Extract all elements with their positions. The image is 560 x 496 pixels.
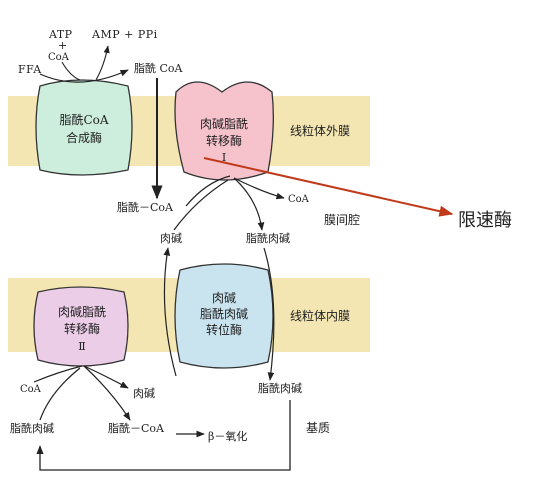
carnitine-to-cpt1-arrow	[173, 179, 229, 231]
acylcarnitine-matrix-left-label: 脂酰肉碱	[10, 421, 54, 435]
matrix-return-loop	[36, 400, 291, 471]
cpt2-label-line3: Ⅱ	[78, 340, 85, 353]
intermembrane-space-label: 膜间腔	[324, 212, 360, 227]
cpt2-label-line1: 肉碱脂酰	[58, 304, 106, 319]
synthetase-label-line2: 合成酶	[66, 130, 102, 145]
coa-ims-label: CoA	[288, 194, 310, 205]
atp-label: ATP	[48, 28, 73, 41]
cpt2-to-acylcoa-arrow	[83, 365, 131, 421]
amp-out-arrow	[95, 45, 110, 81]
inner-membrane-label: 线粒体内膜	[290, 308, 350, 323]
translocase-shape	[174, 263, 274, 369]
matrix-label: 基质	[306, 421, 330, 435]
cpt1-to-acylcarnitine-arrow	[233, 177, 265, 231]
coa-top-label: CoA	[48, 52, 70, 63]
carnitine-out-to-ims-arrow	[163, 247, 177, 377]
cpt2-label-line2: 转移酶	[64, 321, 100, 336]
atp-in-arrow	[61, 61, 81, 81]
translocase-label-line3: 转位酶	[206, 322, 242, 337]
acylcoa-to-cpt1-arrow	[185, 175, 231, 207]
coa-to-cpt2-arrow	[33, 365, 83, 383]
plus-label: +	[58, 39, 67, 52]
cpt1-label-line2: 转移酶	[206, 133, 242, 148]
cpt2-shape	[33, 286, 129, 367]
carnitine-matrix-label: 肉碱	[133, 387, 155, 400]
acylcarnitine-matrix-right-label: 脂酰肉碱	[258, 381, 302, 395]
synthetase-label-line1: 脂酰CoA	[59, 112, 108, 127]
ffa-label: FFA	[18, 63, 42, 76]
amp-ppi-label: AMP + PPi	[91, 28, 158, 41]
cpt1-shape	[174, 81, 274, 181]
cpt1-to-coa-arrow	[233, 177, 285, 200]
acyl-coa-synthetase-shape	[35, 79, 133, 176]
beta-oxidation-label: β－氧化	[208, 429, 247, 443]
ffa-to-acylcoa-arrow	[39, 69, 129, 83]
carnitine-ims-label: 肉碱	[160, 232, 182, 245]
acylcarnitine-into-matrix-arrow	[263, 247, 275, 381]
coa-matrix-label: CoA	[20, 384, 42, 395]
acyl-coa-ims-label: 脂酰－CoA	[117, 200, 174, 214]
cpt1-label-line1: 肉碱脂酰	[200, 116, 248, 131]
cpt1-label-line3: I	[222, 151, 226, 164]
acyl-coa-matrix-label: 脂酰－CoA	[108, 421, 165, 435]
acyl-coa-outer-label: 脂酰 CoA	[134, 61, 184, 75]
translocase-label-line1: 肉碱	[212, 291, 236, 305]
rate-limiting-enzyme-label: 限速酶	[458, 210, 512, 231]
cpt2-to-carnitine-arrow	[83, 365, 129, 389]
translocase-label-line2: 脂酰肉碱	[200, 306, 248, 321]
acylcarnitine-ims-label: 脂酰肉碱	[246, 231, 290, 245]
acylcarnitine-left-to-cpt2-arrow	[39, 367, 81, 421]
outer-membrane-label: 线粒体外膜	[290, 123, 350, 138]
rate-limiting-callout-arrow	[203, 157, 454, 217]
